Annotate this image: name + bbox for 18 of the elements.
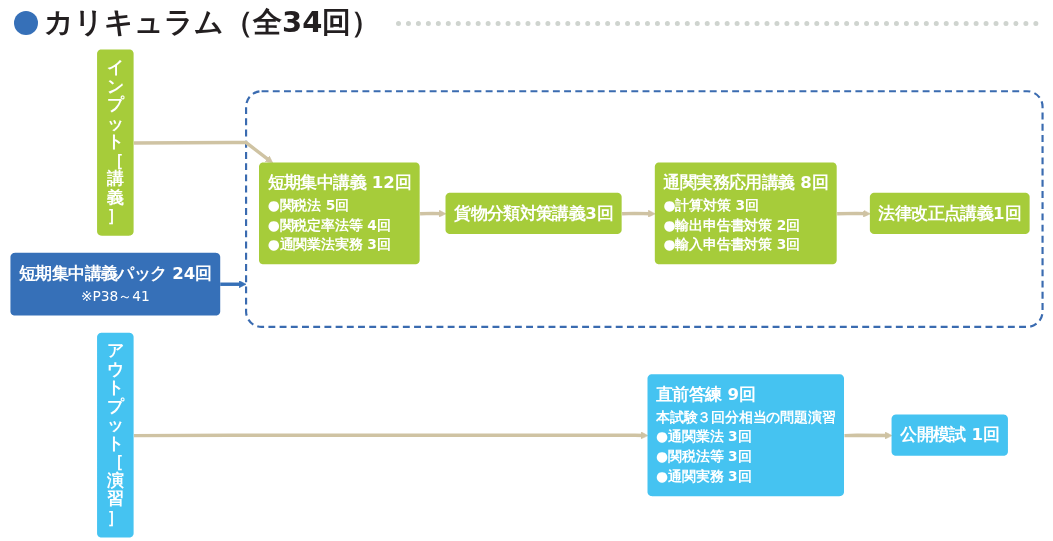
- arrow: [622, 209, 656, 218]
- arrow: [420, 209, 447, 218]
- node-box: 貨物分類対策講義3回: [445, 192, 622, 234]
- node-box: 法律改正点講義1回: [869, 192, 1030, 234]
- node-box: 直前答練 9回 本試験３回分相当の問題演習 ●通関業法 3回 ●関税法等 3回 ●通関実務 3回: [647, 374, 844, 497]
- cluster: [245, 90, 1044, 329]
- node-box: 公開模試 1回: [891, 414, 1008, 456]
- node-box: インプット［講義］: [97, 49, 134, 236]
- arrow: [134, 140, 274, 164]
- arrow: [837, 209, 871, 218]
- title: カリキュラム（全34回）: [44, 4, 381, 41]
- node-box: 短期集中講義 12回 ●関税法 5回 ●関税定率法等 4回 ●通関業法実務 3回: [259, 162, 420, 265]
- arrow: [844, 431, 893, 440]
- node-box: アウトプット［演習］: [97, 332, 134, 538]
- node-box: 短期集中講義パック 24回 ※P38～41: [10, 252, 221, 316]
- node-box: 通関実務応用講義 8回 ●計算対策 3回 ●輸出申告書対策 2回 ●輸入申告書対策 3回: [654, 162, 837, 265]
- arrow: [134, 431, 649, 440]
- arrow: [220, 280, 247, 289]
